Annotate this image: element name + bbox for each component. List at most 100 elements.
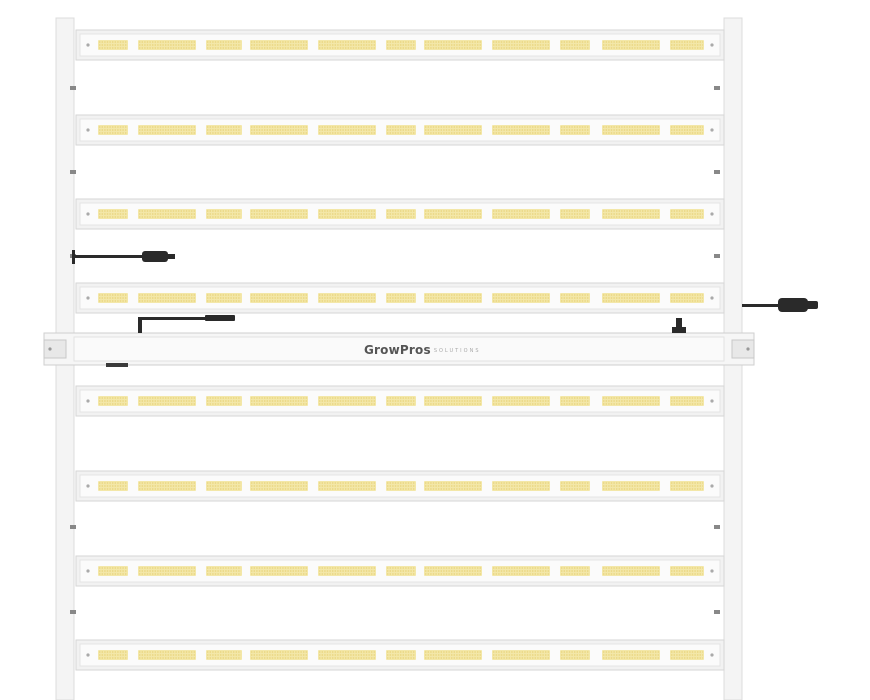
led-strip: [386, 125, 416, 135]
led-strip: [386, 481, 416, 491]
hanger-pin: [70, 525, 76, 529]
light-bar: [75, 282, 725, 314]
led-strip: [492, 209, 550, 219]
led-strip: [250, 293, 308, 303]
led-strip: [424, 293, 482, 303]
led-strip: [250, 209, 308, 219]
led-strip: [602, 566, 660, 576]
connector-cable-top: [138, 315, 686, 333]
led-strip: [424, 125, 482, 135]
led-strip: [386, 650, 416, 660]
light-bar: [75, 385, 725, 417]
led-strip: [602, 650, 660, 660]
led-strip: [602, 293, 660, 303]
led-strip: [670, 481, 704, 491]
hanger-pin: [714, 170, 720, 174]
brand-tagline: SOLUTIONS: [433, 347, 481, 354]
led-strip: [492, 650, 550, 660]
led-strip: [138, 481, 196, 491]
led-strip: [206, 481, 242, 491]
led-strip: [560, 40, 590, 50]
led-strip: [386, 209, 416, 219]
led-strip: [138, 650, 196, 660]
led-strip: [206, 209, 242, 219]
led-strip: [98, 481, 128, 491]
light-bar: [75, 639, 725, 671]
led-strip: [318, 566, 376, 576]
led-strip: [206, 566, 242, 576]
led-strip: [318, 293, 376, 303]
light-bar: [75, 114, 725, 146]
led-strip: [206, 293, 242, 303]
led-strip: [602, 209, 660, 219]
hanger-pin: [70, 86, 76, 90]
led-strip: [670, 396, 704, 406]
led-strip: [250, 481, 308, 491]
led-strip: [602, 40, 660, 50]
led-strip: [560, 209, 590, 219]
hanger-pin: [70, 170, 76, 174]
led-strip: [250, 40, 308, 50]
led-strip: [318, 396, 376, 406]
led-strip: [670, 293, 704, 303]
led-strip: [98, 40, 128, 50]
led-strip: [138, 293, 196, 303]
led-strip: [424, 566, 482, 576]
led-strip: [98, 396, 128, 406]
led-strip: [98, 293, 128, 303]
led-strip: [424, 650, 482, 660]
led-strip: [138, 396, 196, 406]
led-strip: [602, 481, 660, 491]
led-strip: [250, 650, 308, 660]
led-strip: [560, 125, 590, 135]
led-strip: [492, 481, 550, 491]
led-strip: [424, 481, 482, 491]
led-strip: [206, 40, 242, 50]
led-strip: [250, 396, 308, 406]
led-strip: [138, 125, 196, 135]
light-bar: [75, 198, 725, 230]
led-strip: [560, 650, 590, 660]
hanger-pin: [714, 610, 720, 614]
led-strip: [250, 566, 308, 576]
led-strip: [318, 650, 376, 660]
led-strip: [318, 40, 376, 50]
led-strip: [602, 396, 660, 406]
led-strip: [98, 650, 128, 660]
led-strip: [602, 125, 660, 135]
light-bar: [75, 29, 725, 61]
led-strip: [386, 293, 416, 303]
led-strip: [138, 566, 196, 576]
led-strip: [386, 40, 416, 50]
led-strip: [492, 566, 550, 576]
led-strip: [206, 125, 242, 135]
led-strip: [560, 566, 590, 576]
led-strip: [492, 125, 550, 135]
driver-bar: [43, 332, 755, 366]
led-strip: [386, 396, 416, 406]
led-strip: [670, 125, 704, 135]
led-strip: [318, 209, 376, 219]
hanger-pin: [714, 254, 720, 258]
power-cable-right: [742, 298, 818, 312]
led-strip: [670, 40, 704, 50]
light-bars: [70, 29, 725, 671]
led-strip: [386, 566, 416, 576]
led-strip: [560, 293, 590, 303]
led-strip: [560, 396, 590, 406]
led-strip: [492, 396, 550, 406]
light-bar: [75, 555, 725, 587]
led-strip: [138, 209, 196, 219]
led-strip: [98, 125, 128, 135]
led-strip: [492, 293, 550, 303]
led-strip: [206, 396, 242, 406]
led-strip: [424, 209, 482, 219]
led-strip: [424, 396, 482, 406]
power-cable-left: [72, 250, 175, 264]
led-strip: [492, 40, 550, 50]
led-strip: [250, 125, 308, 135]
led-strip: [670, 566, 704, 576]
led-strip: [670, 209, 704, 219]
